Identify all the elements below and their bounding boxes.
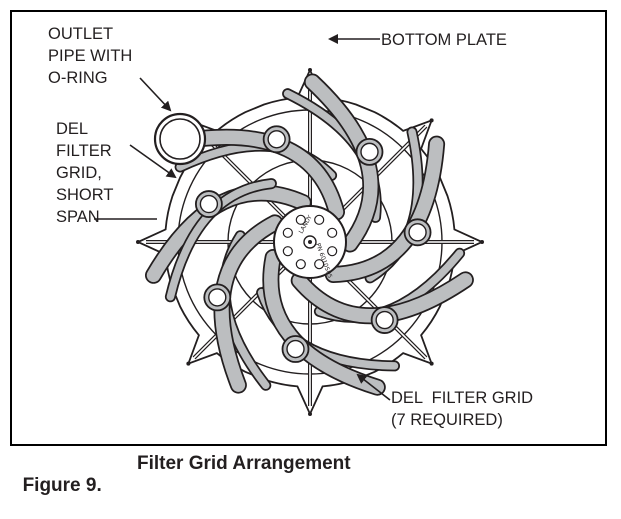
filter-grids: [145, 73, 474, 396]
plate-spike-tip: [429, 361, 434, 366]
hub-hole: [327, 227, 338, 238]
plate-spike-tip: [308, 412, 312, 416]
plate-spike-tip: [429, 118, 434, 123]
grid-port-hole: [360, 142, 379, 162]
grid-port-hole: [208, 288, 227, 307]
hub-hole: [327, 246, 338, 257]
plate-spike-tip: [308, 68, 312, 72]
hub-center-dot: [308, 240, 312, 244]
hub-hole: [282, 227, 293, 238]
outlet-pipe-leader: [139, 77, 172, 112]
grid-port-hole: [267, 130, 286, 149]
hub-hole: [295, 259, 306, 270]
filter-grid: [292, 273, 473, 323]
grid-port-hole: [286, 339, 305, 359]
filter-grid: [305, 75, 378, 251]
hub-hole: [314, 259, 325, 270]
bottom-plate-label: BOTTOM PLATE: [381, 31, 507, 49]
plate-spike-tip: [186, 361, 191, 366]
plate-spike-tip: [136, 240, 140, 244]
del-filter-grid-leader: [356, 373, 391, 401]
del-filter-grid-short-span-label: DEL FILTER GRID, SHORT SPAN: [56, 120, 114, 226]
hub-hole: [282, 246, 293, 257]
hub-hole: [295, 214, 306, 225]
grid-port-hole: [375, 310, 394, 330]
filter-grid: [326, 137, 444, 282]
plate-spike-tip: [480, 240, 484, 244]
short-span-leader-upper: [129, 144, 177, 179]
leader-lines: [94, 34, 391, 401]
filter-grid: [179, 130, 344, 219]
figure-title: Filter Grid Arrangement: [137, 453, 351, 474]
filter-grid: [215, 216, 282, 392]
outlet-pipe-label: OUTLET PIPE WITH O-RING: [48, 25, 133, 87]
filter-grid: [264, 250, 385, 394]
hub-hole: [314, 214, 325, 225]
del-filter-grid-label: DEL FILTER GRID (7 REQUIRED): [391, 389, 534, 429]
outlet-pipe: [153, 112, 207, 166]
grid-port-hole: [199, 194, 219, 214]
figure-caption: Figure 9. Filter Grid Arrangement: [12, 453, 351, 519]
figure-number: Figure 9.: [22, 475, 102, 496]
grid-port-hole: [408, 223, 427, 242]
